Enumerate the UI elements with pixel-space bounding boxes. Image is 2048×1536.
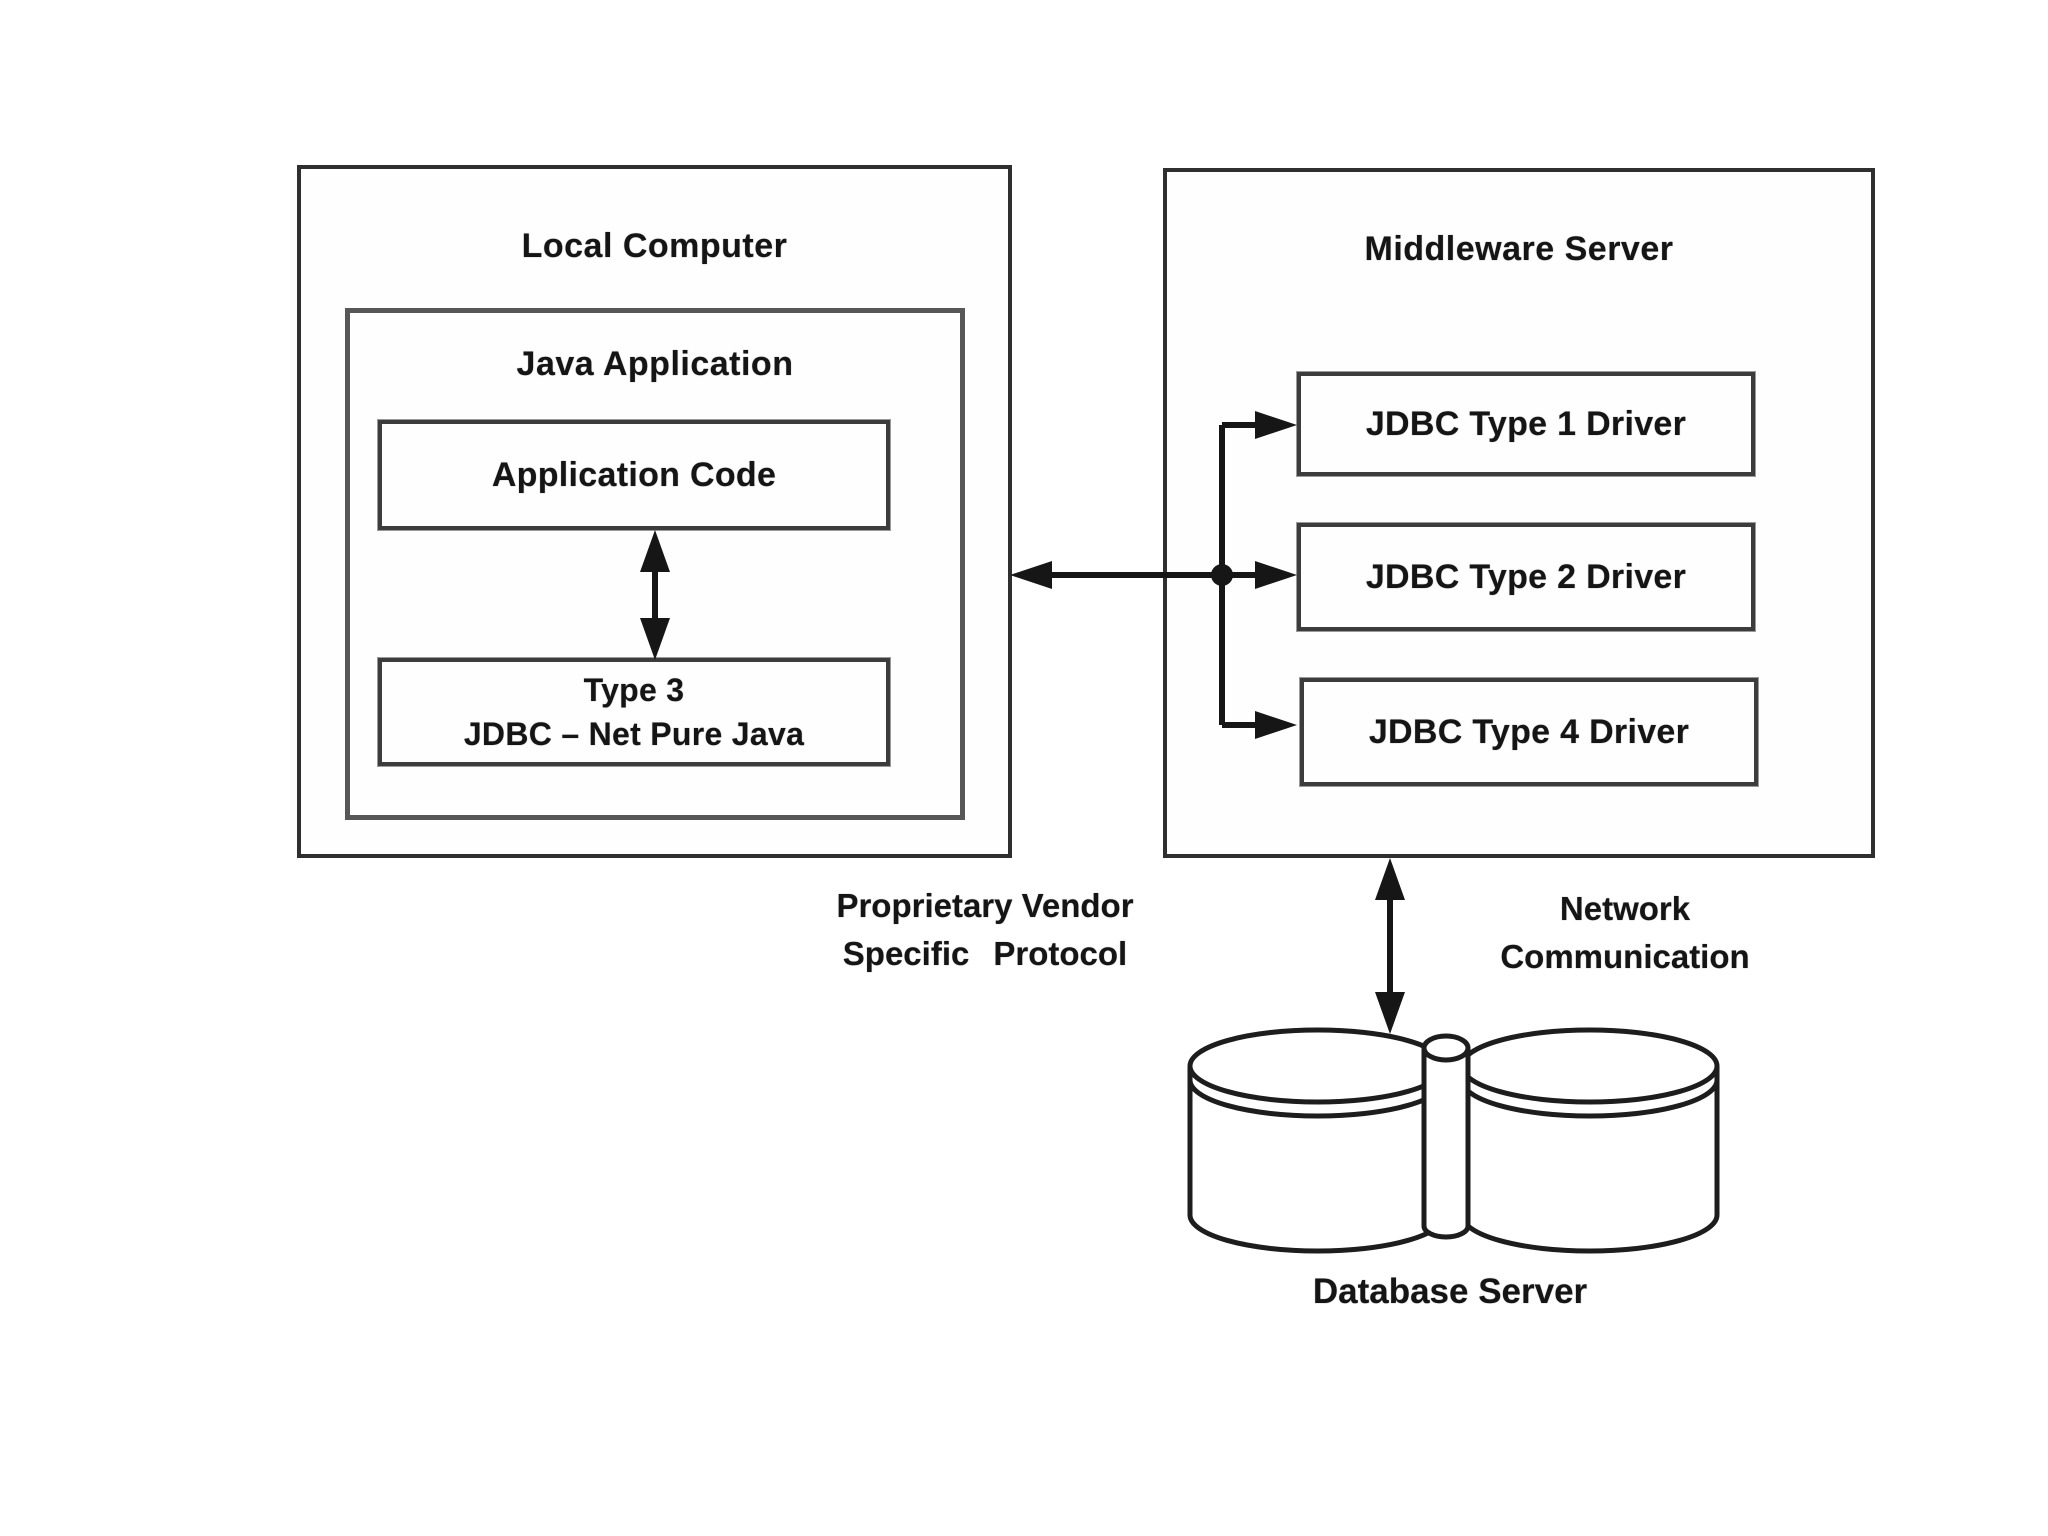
application-code-label: Application Code [491,455,777,494]
network-communication-line1: Network [1559,890,1691,927]
proprietary-protocol-line1: Proprietary Vendor [836,887,1134,924]
network-communication-line2: Communication [1500,938,1750,975]
jdbc-type1-driver-box: JDBC Type 1 Driver [1297,372,1755,476]
network-communication-label: Network Communication [1400,885,1850,981]
local-computer-title: Local Computer [521,227,788,265]
database-server-label: Database Server [1312,1272,1588,1311]
application-code-box: Application Code [378,420,890,530]
middleware-server-title: Middleware Server [1364,230,1674,268]
type3-line2: JDBC – Net Pure Java [463,716,805,752]
database-cylinders-icon [1187,1027,1720,1254]
jdbc-type4-driver-box: JDBC Type 4 Driver [1300,678,1758,786]
type3-line1: Type 3 [583,672,685,708]
type3-driver-label: Type 3 JDBC – Net Pure Java [464,668,804,756]
jdbc-type1-driver-label: JDBC Type 1 Driver [1365,404,1687,443]
jdbc-type4-driver-label: JDBC Type 4 Driver [1368,712,1690,751]
jdbc-type2-driver-label: JDBC Type 2 Driver [1365,557,1687,596]
proprietary-protocol-label: Proprietary Vendor Specific Protocol [760,882,1210,978]
jdbc-type2-driver-box: JDBC Type 2 Driver [1297,523,1755,631]
java-application-title: Java Application [516,345,794,383]
proprietary-protocol-line2: Specific Protocol [842,935,1128,972]
type3-driver-box: Type 3 JDBC – Net Pure Java [378,658,890,766]
